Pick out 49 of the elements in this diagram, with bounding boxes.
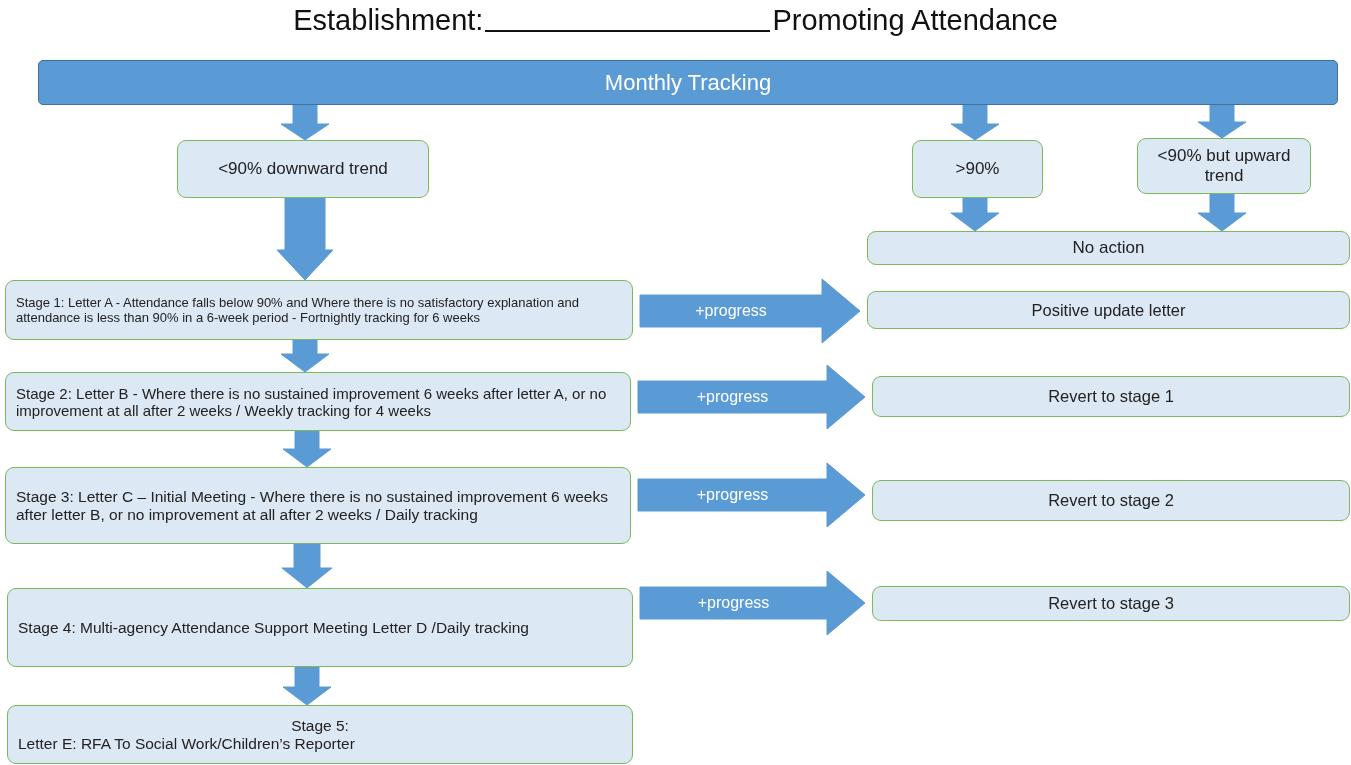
node-text: Stage 2: Letter B - Where there is no sustained improvement 6 weeks after letter A, or no improvement at all after 2 weeks / Weekly tracking for 4 weeks (16, 384, 608, 419)
node-text: Stage 4: Multi-agency Attendance Support Meeting Letter D /Daily tracking (18, 618, 530, 637)
node-text: No action (1071, 238, 1146, 258)
node-text: >90% (954, 159, 1001, 179)
process-box (872, 480, 1350, 521)
title: Promoting Attendance (772, 4, 1058, 37)
node-text: Positive update letter (1030, 300, 1187, 320)
block-arrow (280, 104, 330, 141)
node-text: Stage 1: Letter A - Attendance falls below 90% and Where there is no satisfactory explanation and attendance is less than 90% in a 6-week period - Fortnightly tracking for 6 weeks (16, 295, 580, 325)
block-arrow (282, 666, 332, 706)
block-arrow (276, 197, 334, 281)
block-arrow (637, 364, 866, 430)
edge-label: +progress (696, 388, 769, 406)
edge-label: +progress (695, 302, 767, 320)
process-box (872, 376, 1350, 417)
process-box (7, 705, 633, 764)
node-text: <90% but upward trend (1156, 146, 1292, 186)
process-box (912, 140, 1043, 198)
process-box (1137, 138, 1311, 194)
block-arrow (950, 197, 1000, 232)
node-text: Stage 3: Letter C – Initial Meeting - Where there is no sustained improvement 6 weeks after letter B, or no improvement at all after 2 weeks / Daily tracking (16, 487, 609, 524)
process-box (5, 372, 631, 431)
block-arrow (639, 278, 861, 344)
node-text: Stage 5: (290, 716, 350, 735)
process-box (872, 586, 1350, 621)
block-arrow (282, 430, 332, 468)
block-arrow (1197, 193, 1247, 232)
process-box (867, 231, 1350, 265)
process-box (7, 588, 633, 667)
process-box (5, 280, 633, 340)
node-text: Revert to stage 3 (1047, 594, 1175, 613)
block-arrow (281, 543, 333, 589)
block-arrow (280, 339, 330, 373)
process-box (867, 291, 1350, 329)
block-arrow (950, 104, 1000, 141)
block-arrow (637, 462, 866, 528)
node-text: Monthly Tracking (603, 69, 773, 96)
heading-label: Establishment: (293, 4, 484, 37)
node-text: Revert to stage 2 (1047, 491, 1175, 510)
tracking-band (38, 60, 1338, 105)
node-text: <90% downward trend (217, 159, 389, 179)
edge-label: +progress (696, 486, 769, 504)
edge-label: +progress (697, 594, 770, 612)
node-text: Revert to stage 1 (1047, 387, 1175, 406)
process-box (5, 467, 631, 544)
node-text: Letter E: RFA To Social Work/Children’s Reporter (18, 734, 356, 753)
block-arrow (639, 570, 866, 636)
block-arrow (1197, 104, 1247, 139)
process-box (177, 140, 429, 198)
